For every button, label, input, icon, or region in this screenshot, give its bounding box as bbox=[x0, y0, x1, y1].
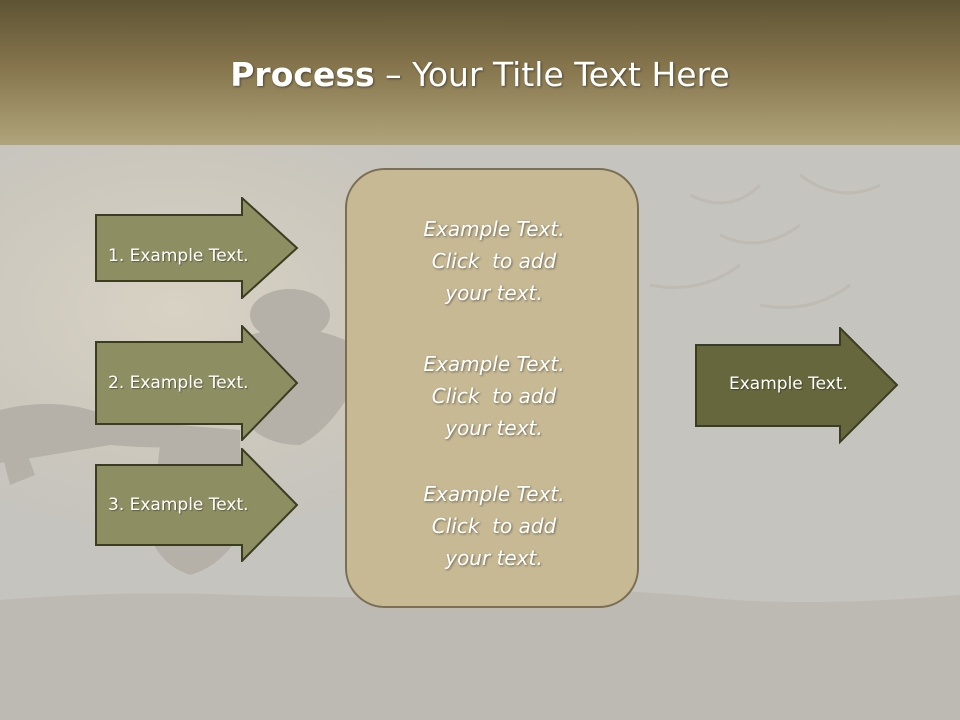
center-text-block-3[interactable]: Example Text. Click to add your text. bbox=[347, 478, 641, 574]
step-arrow-2[interactable]: 2. Example Text. bbox=[95, 325, 300, 441]
center-text-line: Click to add bbox=[431, 249, 557, 273]
title-bar: Process – Your Title Text Here bbox=[0, 0, 960, 145]
step-label-1: 1. Example Text. bbox=[108, 246, 249, 266]
center-text-block-1[interactable]: Example Text. Click to add your text. bbox=[347, 213, 641, 309]
center-text-line: Example Text. bbox=[423, 482, 565, 506]
center-text-line: Click to add bbox=[431, 514, 557, 538]
center-text-block-2[interactable]: Example Text. Click to add your text. bbox=[347, 348, 641, 444]
output-label: Example Text. bbox=[729, 374, 848, 394]
center-text-line: your text. bbox=[445, 281, 543, 305]
output-arrow[interactable]: Example Text. bbox=[695, 327, 900, 445]
title-rest: – Your Title Text Here bbox=[374, 55, 730, 94]
step-arrow-3[interactable]: 3. Example Text. bbox=[95, 448, 300, 562]
center-text-line: Example Text. bbox=[423, 352, 565, 376]
step-arrow-1[interactable]: 1. Example Text. bbox=[95, 197, 300, 299]
arrow-right-shape-icon bbox=[95, 197, 299, 299]
arrow-right-shape-icon bbox=[695, 327, 899, 445]
slide-title[interactable]: Process – Your Title Text Here bbox=[0, 52, 960, 98]
step-label-2: 2. Example Text. bbox=[108, 373, 249, 393]
center-text-line: Example Text. bbox=[423, 217, 565, 241]
process-center-box[interactable]: Example Text. Click to add your text. Ex… bbox=[345, 168, 639, 608]
step-label-3: 3. Example Text. bbox=[108, 495, 249, 515]
title-bold: Process bbox=[230, 55, 375, 94]
center-text-line: your text. bbox=[445, 416, 543, 440]
center-text-line: Click to add bbox=[431, 384, 557, 408]
arrow-right-shape-icon bbox=[95, 325, 299, 441]
center-text-line: your text. bbox=[445, 546, 543, 570]
arrow-right-shape-icon bbox=[95, 448, 299, 562]
